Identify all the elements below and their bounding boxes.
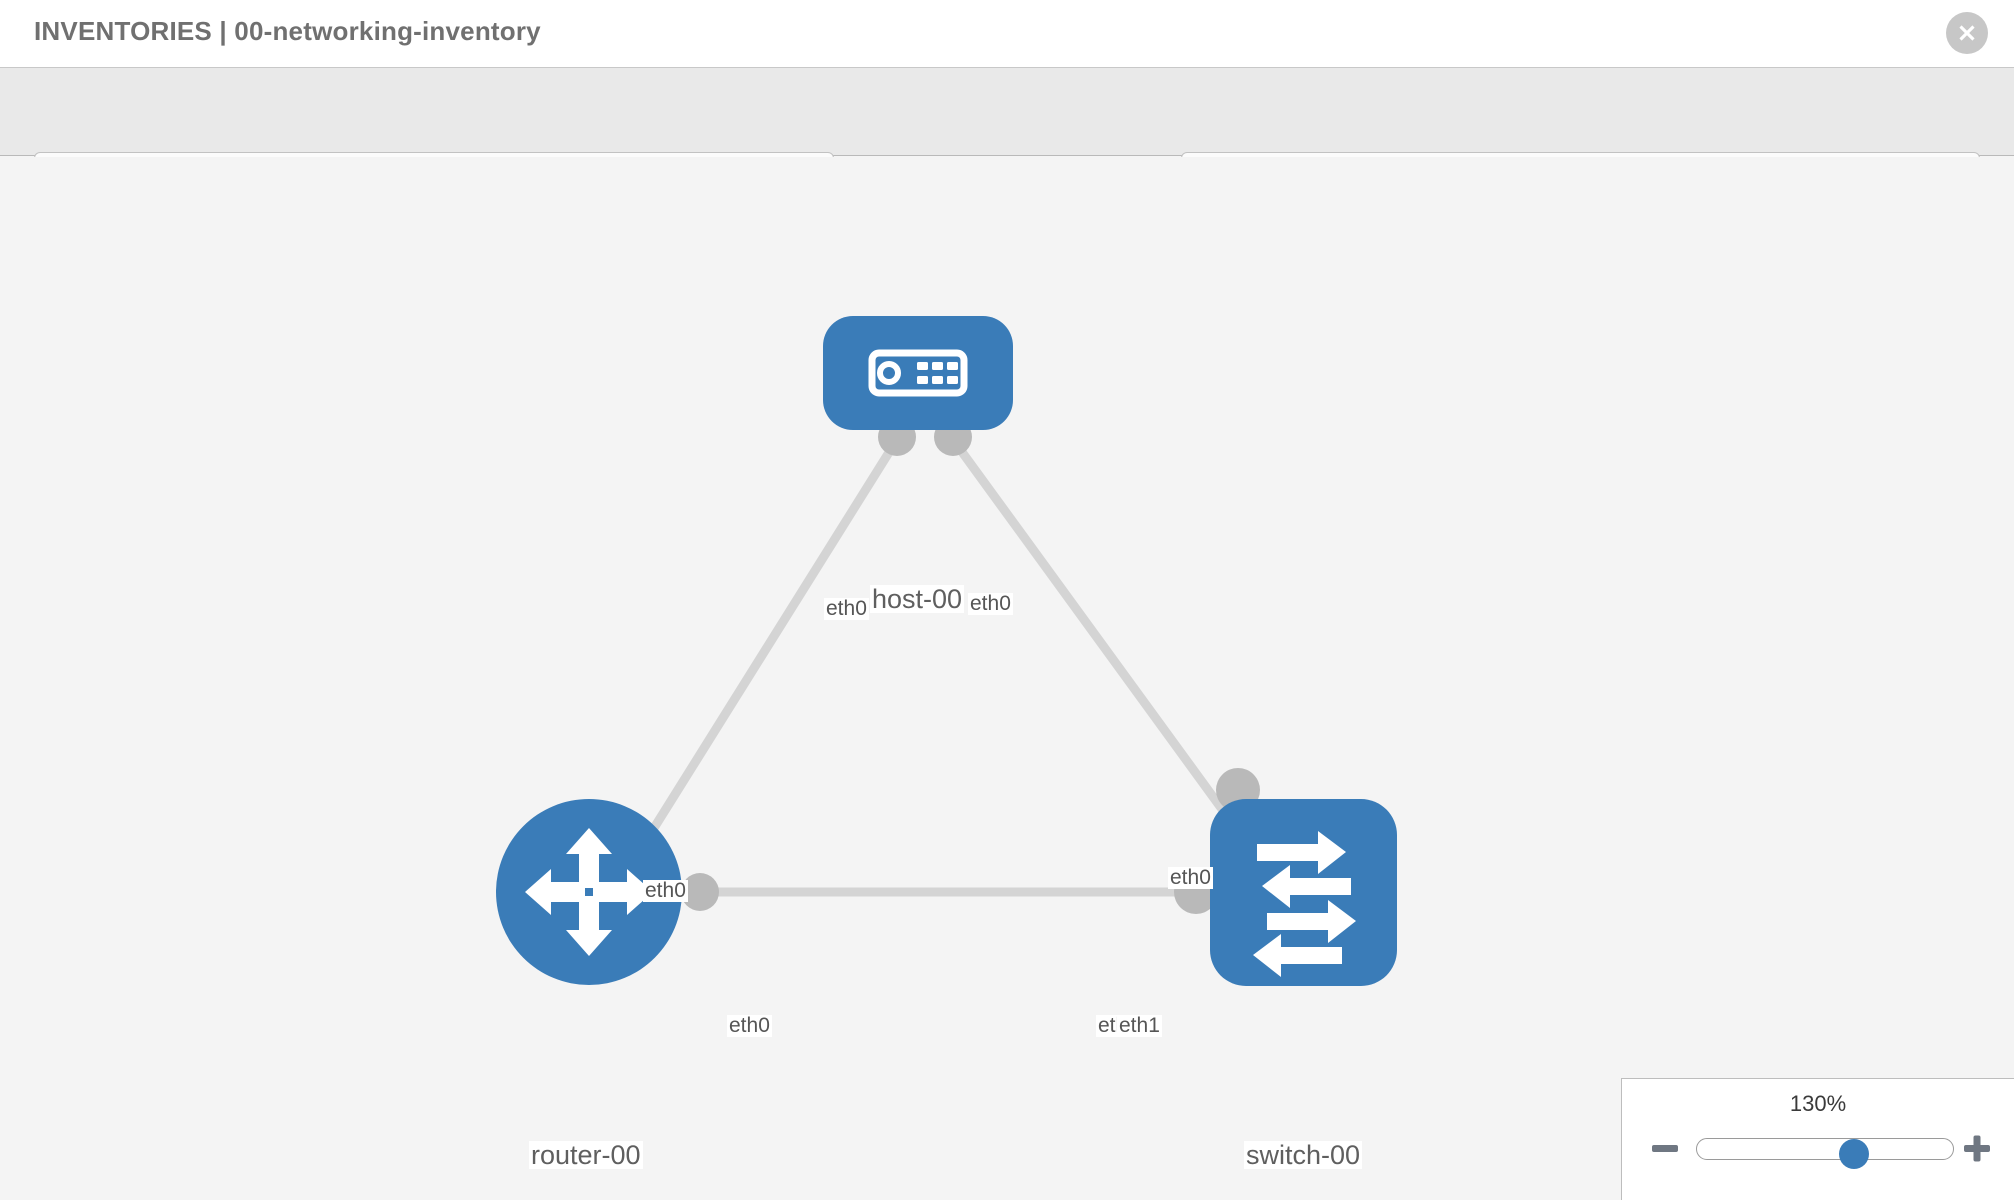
node-host-00[interactable] — [823, 316, 1013, 430]
node-label-router-00: router-00 — [529, 1140, 643, 1170]
minus-icon[interactable] — [1648, 1131, 1682, 1165]
server-icon — [868, 349, 968, 397]
node-router-00[interactable] — [496, 799, 682, 985]
close-icon[interactable] — [1946, 12, 1988, 54]
plus-icon[interactable] — [1960, 1131, 1994, 1165]
switch-icon — [1253, 831, 1356, 977]
zoom-control-panel: 130% — [1621, 1078, 2014, 1200]
node-switch-00[interactable] — [1210, 799, 1397, 986]
page-header: INVENTORIES | 00-networking-inventory — [0, 0, 2014, 68]
interface-label: eth1 — [1117, 1014, 1162, 1038]
connector-dot — [681, 873, 719, 911]
node-label-host-00: host-00 — [870, 584, 965, 614]
link-host00-router00 — [630, 427, 907, 863]
interface-label: eth0 — [727, 1014, 772, 1038]
interface-label: eth0 — [643, 879, 688, 903]
router-icon — [525, 828, 653, 956]
interface-label: eth0 — [824, 597, 869, 621]
page-title: INVENTORIES | 00-networking-inventory — [34, 16, 541, 46]
interface-label: eth0 — [1168, 866, 1213, 890]
zoom-slider-row — [1622, 1131, 2014, 1171]
topology-canvas[interactable]: eth0 eth0 eth0 eth0 eth0 eth1 eth0 host-… — [0, 157, 2014, 1200]
zoom-slider-thumb[interactable] — [1839, 1139, 1869, 1169]
node-label-switch-00: switch-00 — [1244, 1140, 1363, 1170]
interface-label: eth0 — [968, 592, 1013, 616]
toolbar: ACTIONS SEARCH — [0, 68, 2014, 208]
topology-graph — [496, 316, 1397, 986]
topology-links — [630, 427, 1247, 897]
zoom-level-value: 130% — [1789, 1091, 1847, 1116]
topology-connectors — [681, 418, 1260, 914]
zoom-slider[interactable] — [1696, 1138, 1954, 1169]
link-host00-switch00 — [942, 427, 1247, 841]
